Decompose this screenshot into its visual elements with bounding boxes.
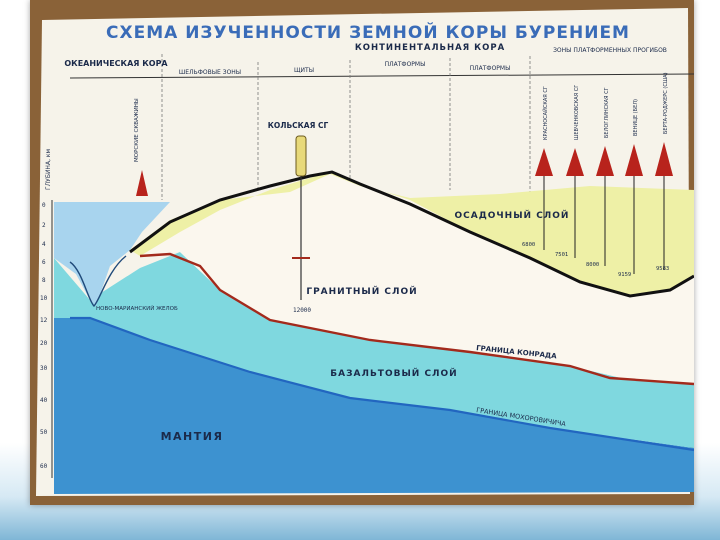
- granite-layer-label: ГРАНИТНЫЙ СЛОЙ: [306, 285, 417, 297]
- header-zone-platforms-2: ПЛАТФОРМЫ: [470, 65, 511, 72]
- depth-tick: 10: [40, 295, 48, 302]
- platform-well-marker: [535, 148, 553, 176]
- poster-photo: СХЕМА ИЗУЧЕННОСТИ ЗЕМНОЙ КОРЫ БУРЕНИЕМ О…: [30, 0, 694, 505]
- platform-well-depth: 7501: [555, 252, 568, 258]
- depth-tick: 12: [40, 317, 48, 324]
- sedimentary-layer: [130, 172, 694, 296]
- basalt-layer: [54, 252, 694, 448]
- sedimentary-layer-label: ОСАДОЧНЫЙ СЛОЙ: [455, 209, 570, 221]
- diagram-title: СХЕМА ИЗУЧЕННОСТИ ЗЕМНОЙ КОРЫ БУРЕНИЕМ: [106, 21, 630, 43]
- depth-tick: 4: [42, 241, 46, 248]
- platform-well-depth: 8000: [586, 262, 599, 268]
- platform-well-marker: [625, 144, 643, 176]
- depth-axis-label: ГЛУБИНА, км: [45, 149, 52, 190]
- platform-well-depth: 9583: [656, 266, 669, 272]
- trench-outline: [69, 255, 127, 307]
- depth-tick: 60: [40, 463, 48, 470]
- header-rule: [69, 73, 694, 79]
- mantle-layer: [54, 318, 694, 494]
- header-zone-platforms: ПЛАТФОРМЫ: [385, 61, 426, 68]
- ocean-water: [54, 202, 170, 306]
- platform-well-depth: 6800: [522, 242, 535, 248]
- depth-tick: 6: [42, 259, 46, 266]
- granite-layer: [140, 172, 694, 384]
- geology-diagram: СХЕМА ИЗУЧЕННОСТИ ЗЕМНОЙ КОРЫ БУРЕНИЕМ О…: [30, 0, 694, 505]
- platform-well-marker: [655, 142, 673, 176]
- header-continental: КОНТИНЕНТАЛЬНАЯ КОРА: [355, 43, 505, 53]
- depth-tick: 8: [42, 277, 46, 284]
- depth-tick: 40: [40, 397, 48, 404]
- kola-well-marker: [295, 135, 307, 177]
- header-zone-shields: ЩИТЫ: [294, 67, 314, 74]
- depth-tick: 0: [42, 202, 46, 209]
- ocean-well-marker: [136, 170, 148, 196]
- conrad-boundary-line: [139, 252, 694, 386]
- platform-wells: КРАСНОСАЙСКАЯ СГ ШЕВЧЕНКОВСКАЯ СГ БЕЛОГЛ…: [522, 72, 673, 278]
- depth-ticks: 0 2 4 6 8 10 12 20 30 40 50 60: [40, 202, 48, 470]
- platform-well-label: ШЕВЧЕНКОВСКАЯ СГ: [574, 85, 580, 140]
- depth-tick: 2: [42, 222, 46, 229]
- crust-surface-line: [129, 170, 694, 298]
- platform-well-label: КРАСНОСАЙСКАЯ СГ: [542, 86, 549, 140]
- depth-tick: 50: [40, 429, 48, 436]
- header-oceanic: ОКЕАНИЧЕСКАЯ КОРА: [64, 59, 168, 68]
- header-zone-troughs: ЗОНЫ ПЛАТФОРМЕННЫХ ПРОГИБОВ: [553, 47, 667, 54]
- trench-label: НОВО-МАРИАНСКИЙ ЖЕЛОБ: [96, 305, 178, 312]
- mantle-layer-label: МАНТИЯ: [161, 430, 224, 443]
- depth-tick: 20: [40, 340, 48, 347]
- kola-well-label: КОЛЬСКАЯ СГ: [268, 121, 329, 130]
- platform-well-label: БЕРТА-РОДЖЕРС (США): [663, 72, 669, 134]
- platform-well-marker: [566, 148, 584, 176]
- moho-boundary-line: [70, 316, 694, 452]
- platform-well-label: ВЕНИЦЕ (БЕЛ): [633, 99, 639, 136]
- kola-well-depth: 12000: [293, 307, 311, 314]
- platform-well-label: БЕЛОГЛИНСКАЯ СГ: [604, 87, 610, 138]
- depth-tick: 30: [40, 365, 48, 372]
- platform-well-depth: 9159: [618, 272, 631, 278]
- header-zone-shelf: ШЕЛЬФОВЫЕ ЗОНЫ: [179, 69, 241, 76]
- ocean-well-label: МОРСКИЕ СКВАЖИНЫ: [134, 98, 140, 162]
- basalt-layer-label: БАЗАЛЬТОВЫЙ СЛОЙ: [330, 367, 457, 379]
- platform-well-marker: [596, 146, 614, 176]
